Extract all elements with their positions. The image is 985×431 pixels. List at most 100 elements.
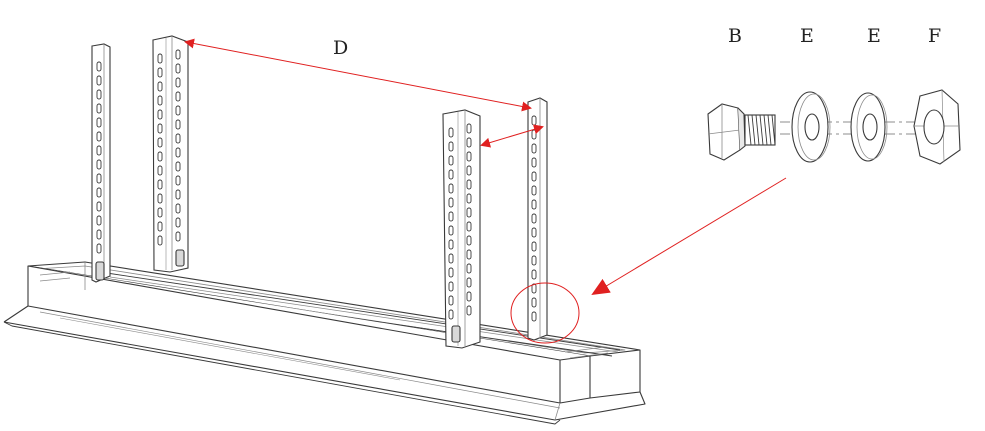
label-e-2: E <box>867 25 881 47</box>
post-slot-hole <box>531 115 537 126</box>
post-slot-hole <box>157 207 163 218</box>
post-slot-hole <box>466 123 472 134</box>
post-slot-hole <box>466 137 472 148</box>
label-d: D <box>333 37 348 59</box>
post-slot-holes <box>96 49 537 322</box>
post-slot-hole <box>448 309 454 320</box>
post-slot-hole <box>157 123 163 134</box>
post-slot-hole <box>531 269 537 280</box>
post-slot-hole <box>466 249 472 260</box>
post-slot-hole <box>175 175 181 186</box>
post-slot-hole <box>157 235 163 246</box>
post-slot-hole <box>448 183 454 194</box>
label-e-1: E <box>800 25 814 47</box>
detail-highlight-circle <box>510 282 580 344</box>
post-slot-hole <box>157 81 163 92</box>
label-b: B <box>728 25 742 47</box>
post-slot-hole <box>96 103 102 114</box>
post-slot-hole <box>96 145 102 156</box>
post-slot-hole <box>531 241 537 252</box>
post-slot-hole <box>531 157 537 168</box>
post-slot-hole <box>448 141 454 152</box>
post-slot-hole <box>466 305 472 316</box>
post-slot-hole <box>157 53 163 64</box>
post-slot-hole <box>96 61 102 72</box>
post-slot-hole <box>175 217 181 228</box>
post-slot-hole <box>466 193 472 204</box>
post-slot-hole <box>96 215 102 226</box>
post-slot-hole <box>96 159 102 170</box>
post-slot-hole <box>448 225 454 236</box>
post-slot-hole <box>466 179 472 190</box>
post-slot-hole <box>448 169 454 180</box>
post-slot-hole <box>157 179 163 190</box>
post-slot-hole <box>448 155 454 166</box>
post-slot-hole <box>157 137 163 148</box>
post-slot-hole <box>531 129 537 140</box>
post-slot-hole <box>175 133 181 144</box>
post-slot-hole <box>96 243 102 254</box>
post-slot-hole <box>466 291 472 302</box>
detail-pointer-arrow <box>591 177 787 296</box>
post-slot-hole <box>175 77 181 88</box>
post-slot-hole <box>96 131 102 142</box>
post-slot-hole <box>531 227 537 238</box>
post-slot-hole <box>157 165 163 176</box>
post-slot-hole <box>175 231 181 242</box>
post-gap-arrow <box>480 124 544 148</box>
dimension-d-arrow <box>184 38 532 112</box>
post-slot-hole <box>96 89 102 100</box>
post-slot-hole <box>466 151 472 162</box>
post-slot-hole <box>448 281 454 292</box>
post-slot-hole <box>175 49 181 60</box>
post-slot-hole <box>531 171 537 182</box>
post-slot-hole <box>175 147 181 158</box>
post-slot-hole <box>157 95 163 106</box>
post-slot-hole <box>531 255 537 266</box>
post-slot-hole <box>466 277 472 288</box>
post-slot-hole <box>175 203 181 214</box>
post-slot-hole <box>448 239 454 250</box>
hex-nut-icon <box>913 89 961 165</box>
post-slot-hole <box>96 173 102 184</box>
flat-washer-icon <box>850 92 888 162</box>
post-slot-hole <box>96 75 102 86</box>
post-slot-hole <box>448 127 454 138</box>
post-slot-hole <box>96 187 102 198</box>
post-slot-hole <box>157 109 163 120</box>
post-slot-hole <box>157 67 163 78</box>
post-slot-hole <box>466 221 472 232</box>
post-slot-hole <box>466 207 472 218</box>
hex-bolt-icon <box>707 103 776 161</box>
post-slot-hole <box>157 193 163 204</box>
post-slot-hole <box>448 211 454 222</box>
post-slot-hole <box>96 229 102 240</box>
post-slot-hole <box>157 151 163 162</box>
post-slot-hole <box>531 311 537 322</box>
post-slot-hole <box>175 105 181 116</box>
post-slot-hole <box>531 143 537 154</box>
post-slot-hole <box>448 267 454 278</box>
post-slot-hole <box>531 185 537 196</box>
label-f: F <box>928 25 941 47</box>
post-slot-hole <box>466 235 472 246</box>
post-slot-hole <box>96 117 102 128</box>
post-slot-hole <box>531 213 537 224</box>
post-slot-hole <box>448 197 454 208</box>
base-frame <box>3 261 646 425</box>
post-slot-hole <box>531 297 537 308</box>
post-slot-hole <box>531 199 537 210</box>
post-slot-hole <box>448 295 454 306</box>
post-slot-hole <box>466 165 472 176</box>
flat-washer-icon <box>791 91 831 163</box>
post-slot-hole <box>96 201 102 212</box>
post-slot-hole <box>175 119 181 130</box>
upright-post-4 <box>527 97 548 341</box>
post-slot-hole <box>175 63 181 74</box>
post-slot-hole <box>157 221 163 232</box>
post-slot-hole <box>448 253 454 264</box>
post-slot-hole <box>466 263 472 274</box>
post-slot-hole <box>175 189 181 200</box>
